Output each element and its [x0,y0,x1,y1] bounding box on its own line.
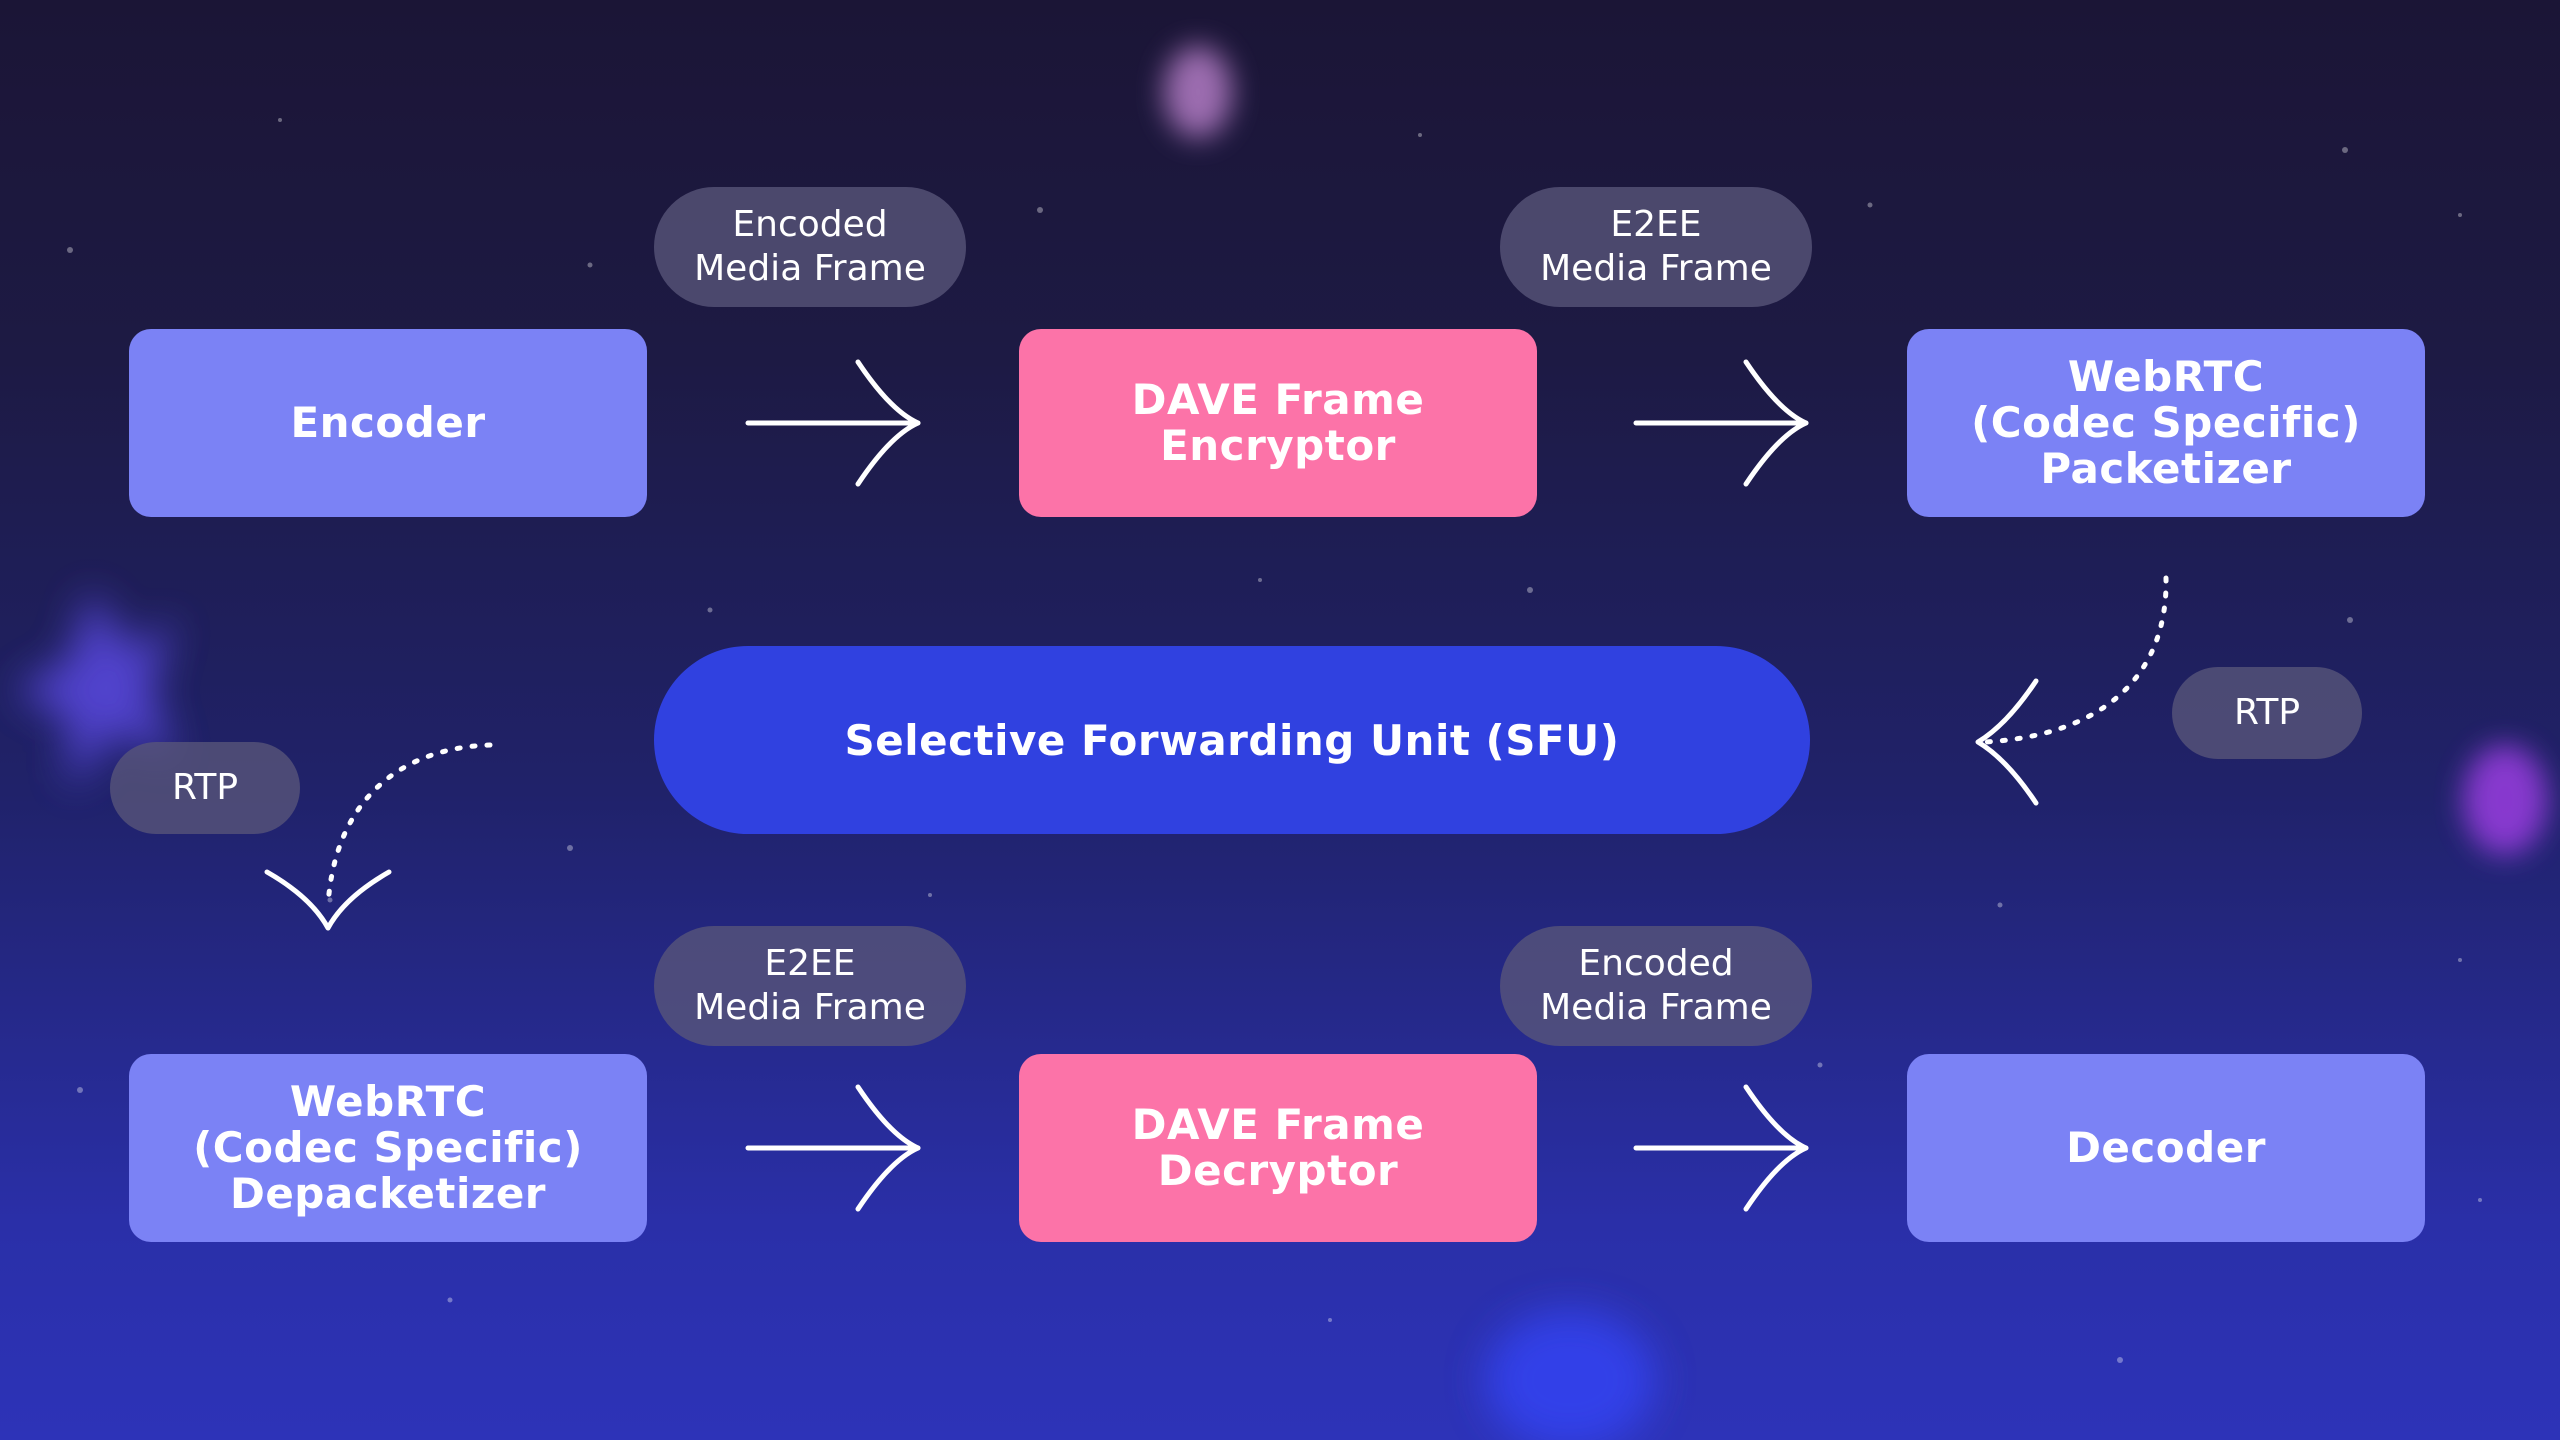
encryptor-box: DAVE Frame Encryptor [1019,329,1537,517]
arrow-encoder-to-encryptor [745,359,921,487]
label-rtp-right: RTP [2172,667,2362,759]
label-encoded-media-frame-top: Encoded Media Frame [654,187,966,307]
decryptor-box: DAVE Frame Decryptor [1019,1054,1537,1242]
decoder-box: Decoder [1907,1054,2425,1242]
label-encoded-media-frame-bottom: Encoded Media Frame [1500,926,1812,1046]
encoder-box: Encoder [129,329,647,517]
arrow-decryptor-to-decoder [1633,1084,1809,1212]
label-e2ee-media-frame-bottom: E2EE Media Frame [654,926,966,1046]
blurred-gem-right [2463,745,2547,855]
arrow-encryptor-to-packetizer [1633,359,1809,487]
sfu-box: Selective Forwarding Unit (SFU) [654,646,1810,834]
packetizer-box: WebRTC (Codec Specific) Packetizer [1907,329,2425,517]
blurred-shape-bottom [1485,1310,1655,1440]
arrow-packetizer-to-sfu [1975,575,2169,806]
label-rtp-left: RTP [110,742,300,834]
arrow-sfu-to-depacketizer [264,742,493,931]
blurred-star-shape [15,590,175,790]
depacketizer-box: WebRTC (Codec Specific) Depacketizer [129,1054,647,1242]
arrow-depacketizer-to-decryptor [745,1084,921,1212]
label-e2ee-media-frame-top: E2EE Media Frame [1500,187,1812,307]
blurred-orb-top [1164,46,1232,138]
